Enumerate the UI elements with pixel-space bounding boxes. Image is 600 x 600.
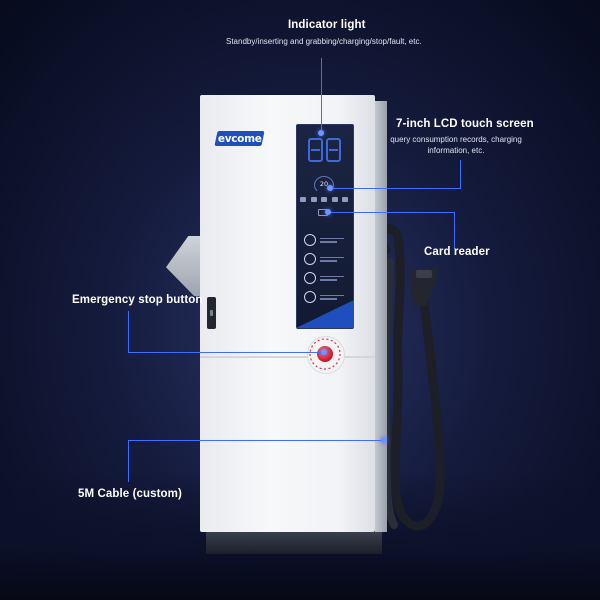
callout-lcd-description: query consumption records, charging info… [383,134,529,156]
callout-dot [325,209,331,215]
step-icon [304,253,316,265]
emergency-stop-label-ring [309,338,341,370]
indicator-digits-icon [306,135,342,165]
step-icon [304,272,316,284]
indicator-digit [325,138,341,162]
callout-indicator-description: Standby/inserting and grabbing/charging/… [226,37,422,46]
callout-dot [327,185,333,191]
callout-line-cable [128,440,129,482]
instruction-step [304,233,344,247]
cabinet-base [206,532,382,554]
callout-line-card [454,212,455,249]
callout-line-lcd [460,160,461,188]
step-icon [304,234,316,246]
cabinet-side-panel [375,101,387,532]
callout-indicator-title: Indicator light [288,19,366,31]
callout-line-cable [128,440,384,441]
gun-head [416,270,432,278]
instruction-step [304,271,344,285]
step-icon [304,291,316,303]
cable-loop-outer [376,224,445,531]
lcd-button[interactable] [331,197,338,202]
callout-cable-title: 5M Cable (custom) [78,488,182,500]
callout-line-lcd [330,188,461,189]
callout-emergency-stop-title: Emergency stop button [72,294,203,306]
callout-line-card [328,212,454,213]
callout-dot [318,130,324,136]
indicator-digit [307,138,323,162]
instruction-step [304,252,344,266]
callout-card-reader-title: Card reader [424,246,490,258]
callout-line-estop [128,311,129,352]
lcd-button-row [300,197,348,204]
callout-lcd-description-line1: query consumption records, charging [390,135,522,144]
door-handle[interactable] [207,297,216,329]
callout-line-estop [128,352,324,353]
brand-logo-text: evcome [217,132,262,145]
callout-lcd-description-line2: information, etc. [427,146,485,155]
instruction-step [304,290,344,304]
brand-logo: evcome [214,131,265,146]
lcd-button[interactable] [342,197,348,202]
lcd-button[interactable] [300,197,306,202]
lcd-dial [314,176,334,194]
lcd-display-value: 20 [319,180,329,188]
callout-dot [321,349,327,355]
callout-line-indicator [321,58,322,133]
lcd-button[interactable] [321,197,327,202]
cabinet-seam [200,356,375,358]
callout-lcd-title: 7-inch LCD touch screen [396,118,534,130]
callout-dot [381,437,387,443]
lcd-button[interactable] [310,197,317,202]
